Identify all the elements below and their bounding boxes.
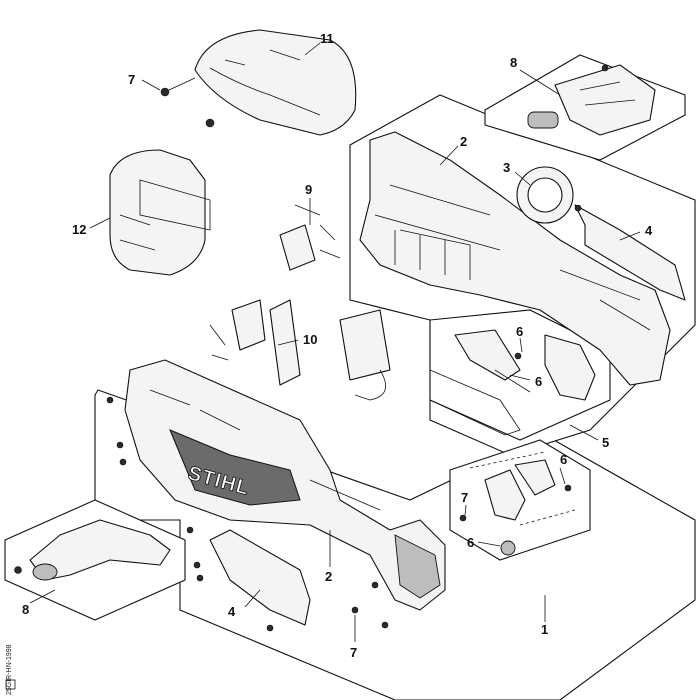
screw-icon <box>196 574 204 582</box>
latch-part-9 <box>279 204 341 271</box>
screw-icon <box>351 606 359 614</box>
callout-2: 2 <box>460 134 467 149</box>
housing-shell-part-2 <box>359 131 671 386</box>
callout-7: 7 <box>461 490 468 505</box>
screw-icon <box>186 526 194 534</box>
callout-2: 2 <box>325 569 332 584</box>
callout-12: 12 <box>72 222 86 237</box>
callout-4: 4 <box>228 604 236 619</box>
callout-4: 4 <box>645 223 653 238</box>
trim-strip-part-4 <box>574 204 686 301</box>
screw-icon <box>119 458 127 466</box>
callout-6: 6 <box>560 452 567 467</box>
screw-icon <box>459 514 467 522</box>
drawing-code: 25GIR-HN-1998 <box>6 644 13 695</box>
clips-part-10 <box>209 299 301 386</box>
side-cover-part-12 <box>109 149 211 276</box>
electronics-module <box>339 309 521 436</box>
cover-part-11 <box>194 29 357 136</box>
leader-lines <box>29 42 641 642</box>
callout-7: 7 <box>350 645 357 660</box>
callout-11: 11 <box>320 31 334 46</box>
callout-8: 8 <box>510 55 517 70</box>
screw-icon <box>193 561 201 569</box>
screw-icon <box>116 441 124 449</box>
main-housing-part-2: STIHL <box>124 359 446 611</box>
screw-icon <box>381 621 389 629</box>
callout-1: 1 <box>541 622 548 637</box>
screw-icon <box>160 77 196 97</box>
end-cap-kit-part-8 <box>527 64 656 136</box>
ring-part-3 <box>516 166 574 224</box>
screw-icon <box>205 118 215 128</box>
callout-3: 3 <box>503 160 510 175</box>
callout-7: 7 <box>128 72 135 87</box>
callout-6: 6 <box>535 374 542 389</box>
callout-6: 6 <box>516 324 523 339</box>
screw-icon <box>266 624 274 632</box>
grip-kit-part-8 <box>14 519 171 581</box>
callout-10: 10 <box>303 332 317 347</box>
screw-icon <box>106 396 114 404</box>
bracket-part-6 <box>454 329 596 401</box>
bracket-lower-part-6 <box>469 451 576 556</box>
screw-icon <box>371 581 379 589</box>
handle-strip-part-4 <box>209 529 311 626</box>
callout-8: 8 <box>22 602 29 617</box>
drawing-marker-icon <box>5 679 16 690</box>
callout-6: 6 <box>467 535 474 550</box>
callout-9: 9 <box>305 182 312 197</box>
callout-5: 5 <box>602 435 609 450</box>
